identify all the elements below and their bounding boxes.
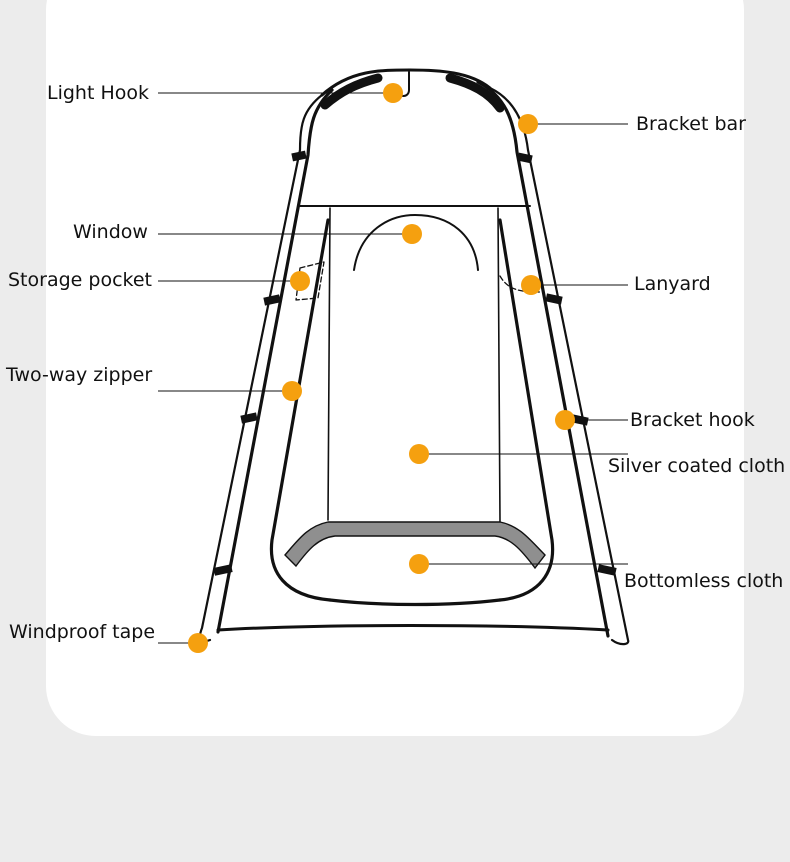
roof-strap-left (320, 73, 383, 110)
window-arc (353, 214, 479, 271)
marker-bracket-hook (555, 410, 575, 430)
label-windproof-tape: Windproof tape (9, 621, 156, 643)
label-bottomless-cloth: Bottomless cloth (624, 570, 784, 592)
door-right-edge (497, 207, 501, 523)
marker-light-hook (383, 83, 403, 103)
markers (188, 83, 575, 653)
door-bottom (328, 598, 502, 607)
label-two-way-zipper: Two-way zipper (6, 364, 153, 386)
roof-strap-right (445, 73, 505, 113)
label-silver-coated-cloth: Silver coated cloth (608, 455, 786, 477)
marker-bracket-bar (518, 114, 538, 134)
diagram-card (46, 0, 744, 736)
label-bracket-hook: Bracket hook (630, 409, 755, 431)
door-zipper-right (498, 218, 555, 602)
ground-line (216, 624, 610, 632)
label-window: Window (73, 221, 148, 243)
door-zipper-left (269, 218, 332, 602)
marker-storage-pocket (290, 271, 310, 291)
storage-pocket-outline (295, 261, 325, 301)
door-left-edge (327, 207, 331, 521)
right-outer-pole (488, 86, 630, 646)
marker-window (402, 224, 422, 244)
label-bracket-bar: Bracket bar (636, 113, 746, 135)
roof-arc (320, 68, 492, 97)
label-lanyard: Lanyard (634, 273, 711, 295)
marker-silver-coated-cloth (409, 444, 429, 464)
label-storage-pocket: Storage pocket (8, 269, 152, 291)
left-inner-pole (216, 88, 334, 634)
floor-band (284, 521, 546, 570)
marker-two-way-zipper (282, 381, 302, 401)
marker-windproof-tape (188, 633, 208, 653)
marker-bottomless-cloth (409, 554, 429, 574)
marker-lanyard (521, 275, 541, 295)
leader-lines (158, 92, 628, 644)
label-light-hook: Light Hook (47, 82, 149, 104)
